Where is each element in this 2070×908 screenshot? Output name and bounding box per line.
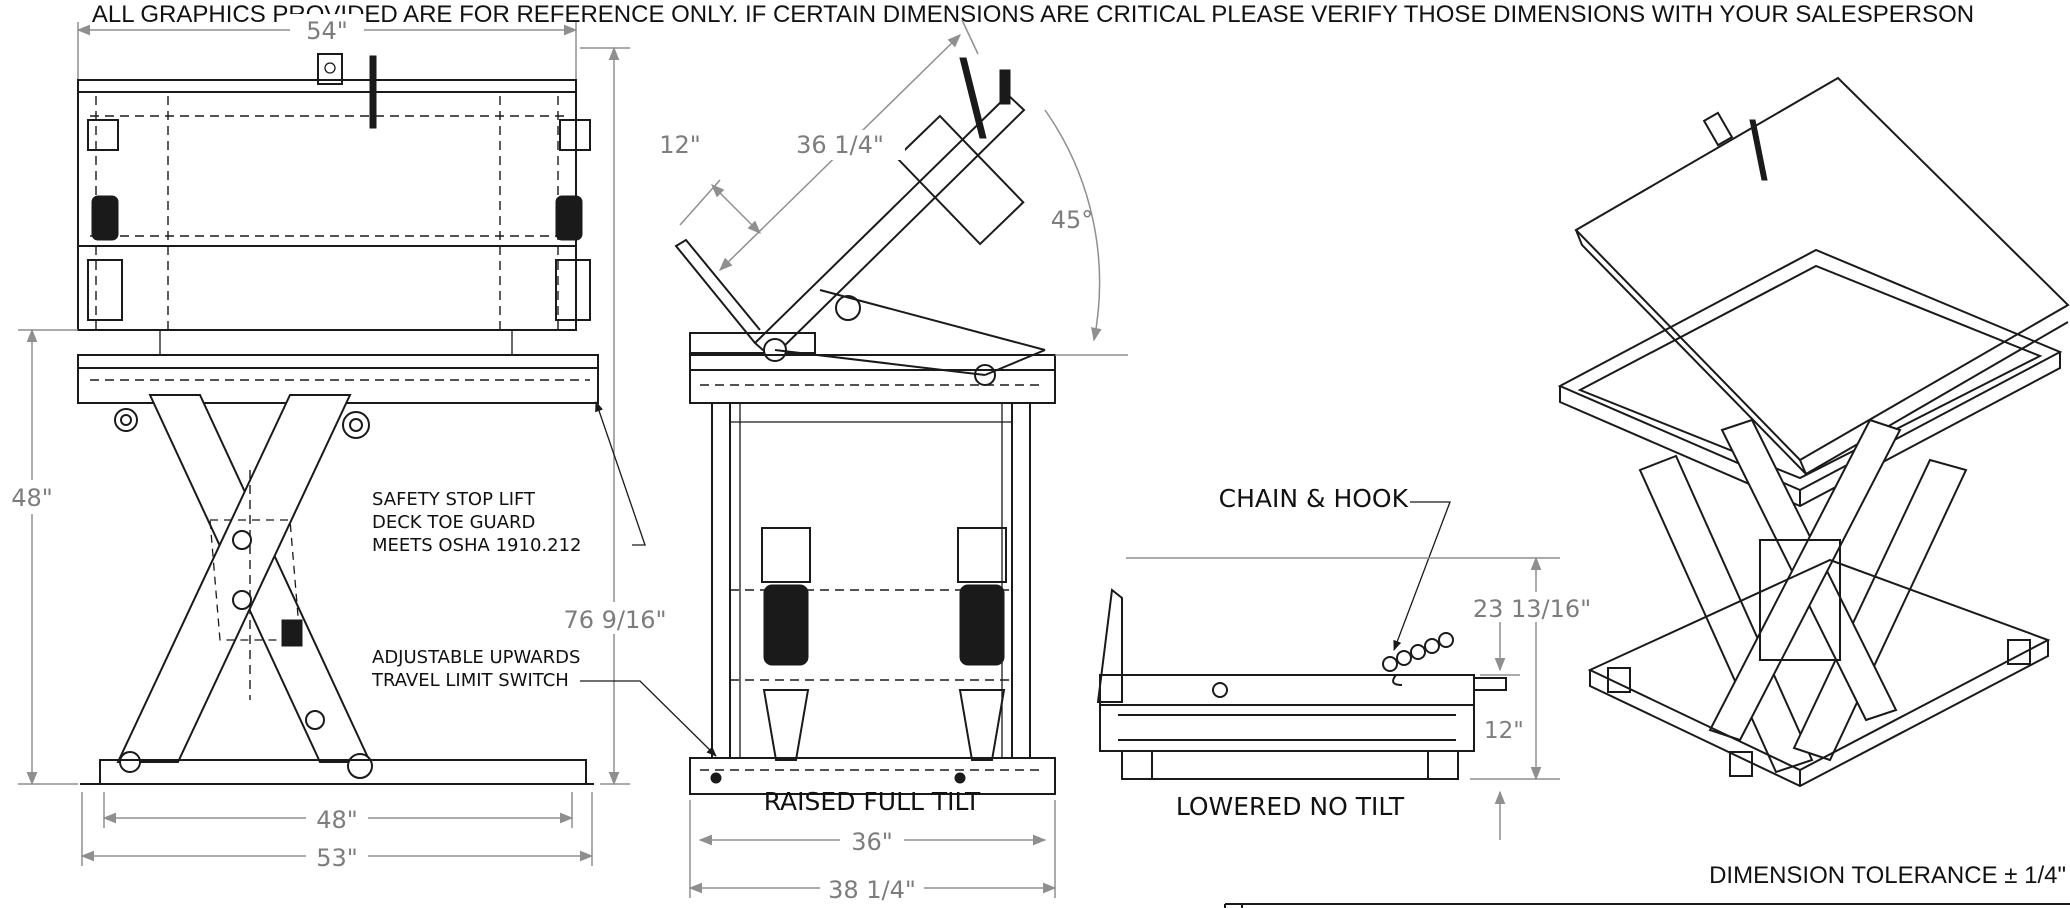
dim-base-outer: 53" xyxy=(316,844,358,872)
note-toe-guard-1: SAFETY STOP LIFT xyxy=(372,489,536,510)
dim-inner-width: 36" xyxy=(851,828,893,856)
dim-top-width: 54" xyxy=(306,17,348,45)
side-view: 12" 36 1/4" 45° RAISED FULL TILT 36" 38 … xyxy=(659,19,1128,904)
dim-deck: 36 1/4" xyxy=(796,131,884,159)
lowered-view: CHAIN & HOOK 23 13/16" 12" LOWERED NO TI… xyxy=(1096,484,1600,840)
note-toe-guard-2: DECK TOE GUARD xyxy=(372,512,535,533)
dim-overall-height: 76 9/16" xyxy=(563,606,666,634)
note-toe-guard-3: MEETS OSHA 1910.212 xyxy=(372,535,581,556)
front-view: 54" xyxy=(6,14,717,872)
dim-base-inner: 48" xyxy=(316,806,358,834)
dim-lowered-base: 12" xyxy=(1484,718,1524,744)
dim-lip: 12" xyxy=(659,131,701,159)
side-view-caption: RAISED FULL TILT xyxy=(764,787,981,816)
isometric-view xyxy=(1557,76,2070,788)
note-limit-switch-1: ADJUSTABLE UPWARDS xyxy=(372,647,580,668)
dim-lowered-height: 23 13/16" xyxy=(1473,595,1591,623)
note-limit-switch-2: TRAVEL LIMIT SWITCH xyxy=(371,670,569,691)
tolerance-note: DIMENSION TOLERANCE ± 1/4" xyxy=(1709,862,2066,889)
label-chain-hook: CHAIN & HOOK xyxy=(1219,484,1409,513)
disclaimer-banner: ALL GRAPHICS PROVIDED ARE FOR REFERENCE … xyxy=(92,1,1974,28)
dim-height-left: 48" xyxy=(11,484,53,512)
dim-outer-width: 38 1/4" xyxy=(828,876,916,904)
dim-angle: 45° xyxy=(1051,206,1094,234)
lowered-view-caption: LOWERED NO TILT xyxy=(1176,792,1405,821)
